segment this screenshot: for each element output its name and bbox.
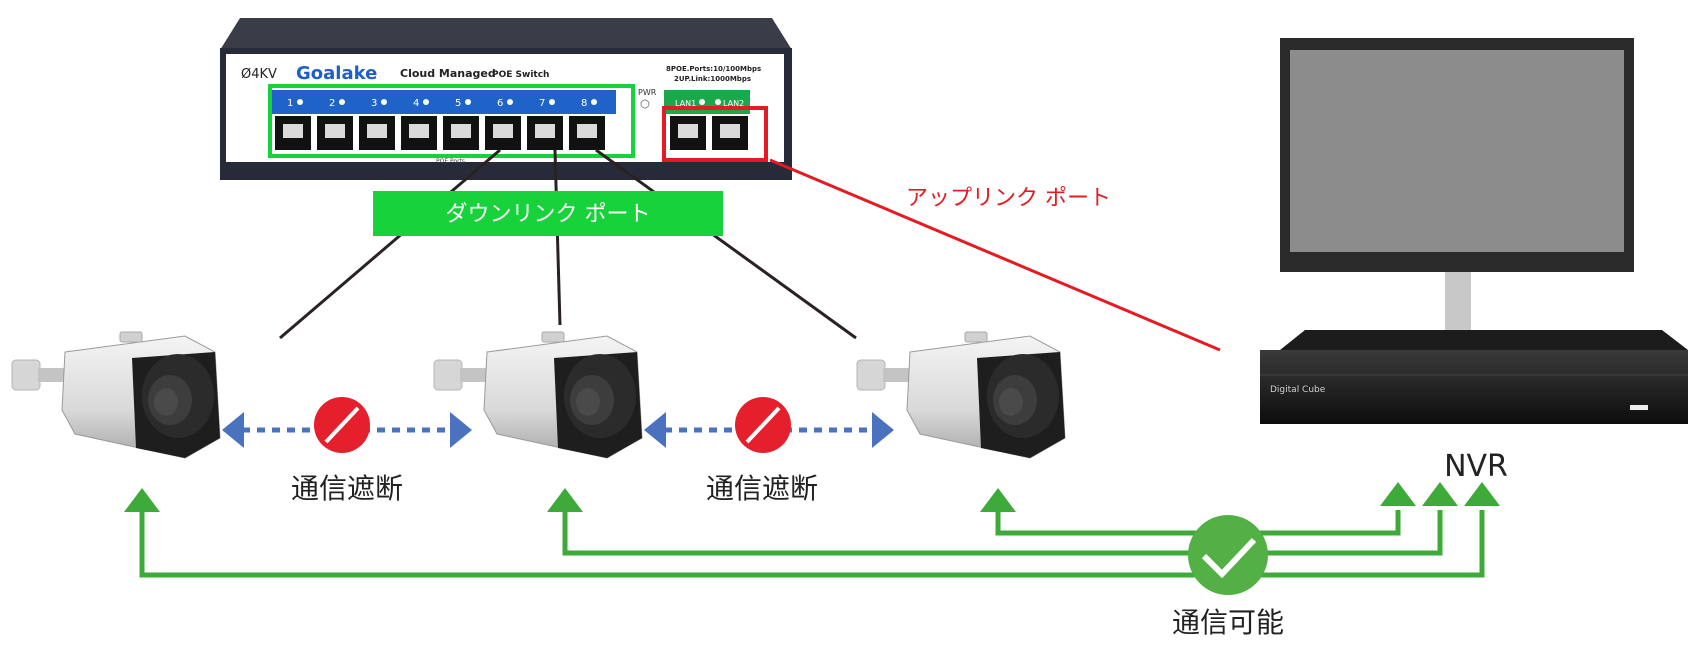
- arrow-right-icon: [872, 412, 894, 448]
- svg-text:6: 6: [497, 98, 503, 109]
- poe-ports-label: POE Ports: [436, 158, 465, 165]
- poe-port-row: [275, 116, 605, 150]
- allowed-label: 通信可能: [1172, 606, 1284, 639]
- uplink-ports-highlight: [662, 106, 768, 162]
- arrow-right-icon: [450, 412, 472, 448]
- svg-text:5: 5: [455, 98, 461, 109]
- arrow-up-icon: [124, 488, 160, 512]
- downlink-cables: [279, 148, 857, 340]
- nvr-device: [1260, 330, 1688, 424]
- svg-text:2: 2: [329, 98, 335, 109]
- arrow-up-icon: [1464, 482, 1500, 506]
- camera-2: [433, 331, 643, 459]
- svg-text:1: 1: [287, 98, 293, 109]
- svg-text:8: 8: [581, 98, 587, 109]
- switch-model-line1: Cloud Managed: [400, 67, 496, 80]
- downlink-ports-highlight: [268, 84, 635, 158]
- blocked-label-1: 通信遮断: [291, 472, 403, 505]
- blocked-link-1: [222, 397, 472, 453]
- uplink-label: アップリンク ポート: [906, 186, 1111, 211]
- blocked-link-2: [644, 397, 894, 453]
- lan1-label: LAN1: [675, 99, 696, 108]
- surge-label: Ø4KV: [241, 67, 277, 82]
- uplink-cable: [769, 158, 1221, 352]
- nvr-brand: Digital Cube: [1270, 385, 1326, 395]
- camera-1: [11, 331, 221, 459]
- svg-text:4: 4: [413, 98, 419, 109]
- svg-text:7: 7: [539, 98, 545, 109]
- blocked-label-2: 通信遮断: [706, 472, 818, 505]
- check-icon: [1188, 515, 1268, 595]
- blocked-icon: [735, 397, 791, 453]
- blocked-icon: [314, 397, 370, 453]
- port-numbers: 1 2 3 4 5 6 7 8: [287, 98, 587, 109]
- arrow-up-icon: [1380, 482, 1416, 506]
- switch-spec-line2: 2UP.Link:1000Mbps: [674, 75, 751, 83]
- arrow-left-icon: [222, 412, 244, 448]
- arrow-up-icon: [1422, 482, 1458, 506]
- nvr-label: NVR: [1444, 449, 1508, 484]
- switch-spec-line1: 8POE.Ports:10/100Mbps: [666, 65, 761, 73]
- allowed-paths: [139, 510, 1485, 578]
- monitor: [1280, 38, 1634, 342]
- svg-text:3: 3: [371, 98, 377, 109]
- arrow-up-icon: [547, 488, 583, 512]
- switch-brand: Goalake: [296, 63, 377, 84]
- camera-3: [856, 331, 1066, 459]
- arrow-left-icon: [644, 412, 666, 448]
- poe-switch: [220, 18, 792, 180]
- lan2-label: LAN2: [723, 99, 744, 108]
- switch-model-line2: POE Switch: [492, 70, 549, 80]
- pwr-label: PWR: [638, 88, 657, 97]
- arrow-up-icon: [980, 488, 1016, 512]
- downlink-label-box: [373, 191, 723, 236]
- downlink-label: ダウンリンク ポート: [446, 202, 651, 227]
